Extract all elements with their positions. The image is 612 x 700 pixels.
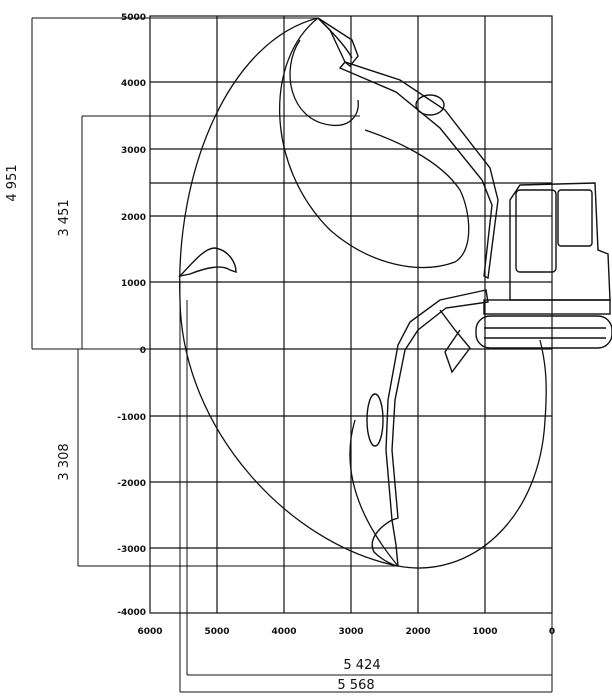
dim-value-max-dump-height: 3 451 xyxy=(57,199,72,236)
y-tick-label: 2000 xyxy=(121,213,146,223)
cab-window xyxy=(557,189,593,247)
cab-door xyxy=(515,189,557,273)
cab-body xyxy=(509,182,611,301)
y-tick-label: 0 xyxy=(140,346,146,356)
crawler-track xyxy=(475,315,612,349)
bucket-raised xyxy=(317,17,353,59)
bucket-curl-curve xyxy=(278,17,470,269)
dim-value-max-reach: 5 568 xyxy=(337,678,374,693)
y-tick-label: -2000 xyxy=(117,479,146,489)
grid xyxy=(149,15,553,614)
y-tick-label: 3000 xyxy=(121,146,146,156)
y-tick-label: -4000 xyxy=(117,608,146,618)
boom-cylinder-raised xyxy=(415,94,445,116)
x-tick-label: 1000 xyxy=(472,627,497,637)
x-tick-label: 3000 xyxy=(338,627,363,637)
bucket-lowered xyxy=(371,518,399,567)
boom-raised xyxy=(338,61,499,280)
deep-dig-curve xyxy=(349,419,399,567)
x-tick-label: 2000 xyxy=(405,627,430,637)
inner-boom-curve xyxy=(289,39,359,127)
y-tick-label: 5000 xyxy=(121,13,146,23)
x-tick-label: 5000 xyxy=(204,627,229,637)
bucket-max-reach xyxy=(177,247,237,278)
y-tick-label: 1000 xyxy=(121,279,146,289)
excavator-illustration xyxy=(177,17,612,567)
arm-raised xyxy=(317,17,359,67)
x-tick-label: 0 xyxy=(549,627,555,637)
y-tick-label: -1000 xyxy=(117,413,146,423)
x-axis-labels: 6000 5000 4000 3000 2000 1000 0 xyxy=(137,627,555,637)
dozer-link xyxy=(439,309,471,374)
y-tick-label: -3000 xyxy=(117,545,146,555)
dim-value-max-reach-ground: 5 424 xyxy=(343,658,380,673)
outer-envelope-curve xyxy=(179,17,547,569)
dim-value-max-dig-depth: 3 308 xyxy=(57,443,72,480)
arm-cylinder-lowered xyxy=(366,393,384,447)
dimension-lines xyxy=(31,17,553,693)
working-range-envelope xyxy=(179,17,547,569)
dim-value-max-reach-height: 4 951 xyxy=(5,164,20,201)
y-tick-label: 4000 xyxy=(121,79,146,89)
boom-lowered xyxy=(385,289,489,521)
y-axis-labels: 5000 4000 3000 2000 1000 0 -1000 -2000 -… xyxy=(117,13,146,618)
x-tick-label: 6000 xyxy=(137,627,162,637)
x-tick-label: 4000 xyxy=(271,627,296,637)
upper-frame xyxy=(483,299,611,315)
